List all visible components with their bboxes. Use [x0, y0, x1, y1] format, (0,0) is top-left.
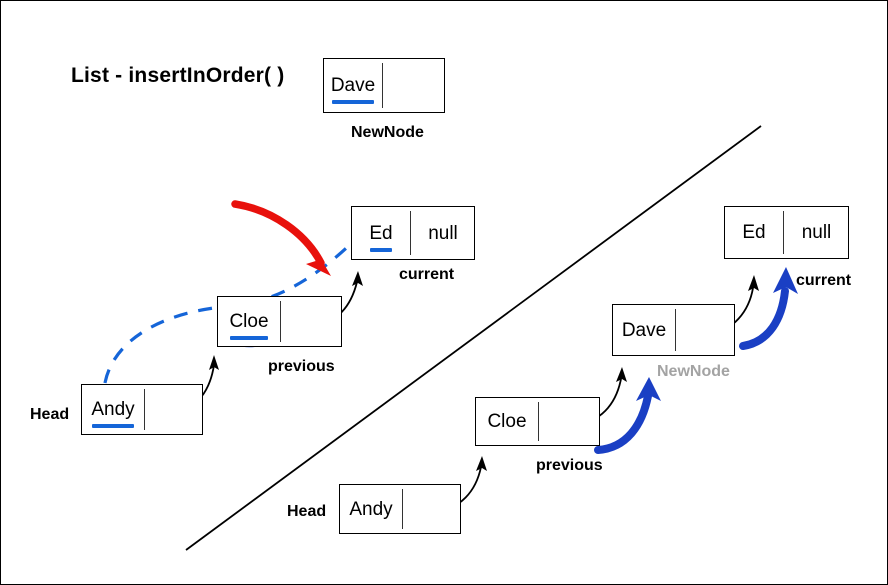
dave-to-ed-arrowhead-after: [748, 275, 759, 291]
node-value: Dave: [621, 319, 667, 341]
node-data-cell: Andy: [340, 485, 402, 533]
node-andy-before: Andy: [81, 384, 203, 435]
node-cell-divider: [382, 63, 383, 108]
node-value: Cloe: [229, 311, 269, 340]
caption-previous-after: previous: [536, 457, 603, 474]
cloe-to-ed-arrowhead-before: [352, 271, 363, 286]
node-data-cell: Ed: [352, 207, 410, 259]
node-cell-divider: [783, 211, 784, 254]
andy-to-cloe-arrowhead-before: [209, 355, 219, 370]
node-cloe-after: Cloe: [475, 397, 600, 446]
node-next-cell: [382, 59, 446, 112]
node-andy-after: Andy: [339, 484, 461, 534]
caption-head-after: Head: [287, 503, 327, 520]
node-data-cell: Cloe: [218, 297, 280, 346]
cloe-to-dave-arrowhead-after: [616, 367, 627, 382]
relink-blue-arrow-lower: [594, 392, 652, 454]
node-next-cell: [675, 305, 736, 355]
node-cell-divider: [410, 211, 411, 255]
andy-to-cloe-arrowhead-after: [476, 456, 487, 471]
node-cell-divider: [280, 300, 281, 343]
caption-head-before: Head: [30, 406, 70, 423]
node-next-cell: [280, 297, 343, 346]
caption-newnode-top: NewNode: [351, 124, 424, 141]
node-value: Cloe: [487, 411, 527, 432]
page-title: List - insertInOrder( ): [71, 64, 285, 87]
node-cell-divider: [144, 388, 145, 431]
node-data-cell: Andy: [82, 385, 144, 434]
node-data-cell: Cloe: [476, 398, 538, 445]
node-next-cell: [144, 385, 204, 434]
node-ed-after: Ed null: [724, 206, 849, 259]
node-value: Andy: [91, 399, 135, 428]
insert-red-arrow: [231, 200, 325, 267]
node-ed-before: Ed null: [351, 206, 475, 260]
node-data-cell: Dave: [324, 59, 382, 112]
node-value: Ed: [369, 222, 393, 252]
node-newnode-dave-top: Dave: [323, 58, 445, 113]
node-next-cell: [538, 398, 601, 445]
node-cell-divider: [402, 488, 403, 530]
node-data-cell: Ed: [725, 207, 783, 258]
caption-newnode-after: NewNode: [657, 363, 730, 380]
node-cell-divider: [538, 401, 539, 442]
node-value: Ed: [742, 222, 766, 243]
relink-blue-arrow-upper: [739, 287, 789, 350]
node-value: Dave: [330, 75, 376, 104]
node-next-cell: null: [783, 207, 850, 258]
node-value: Andy: [349, 498, 393, 520]
node-cloe-before: Cloe: [217, 296, 342, 347]
node-cell-divider: [675, 309, 676, 351]
node-next-cell: null: [410, 207, 476, 259]
node-next-cell: [402, 485, 462, 533]
caption-previous-before: previous: [268, 358, 335, 375]
node-next-value: null: [428, 222, 458, 244]
node-next-value: null: [801, 222, 832, 243]
insert-red-arrowhead: [306, 247, 331, 276]
caption-current-before: current: [399, 266, 455, 283]
caption-current-after: current: [796, 272, 852, 289]
node-dave-after: Dave: [612, 304, 735, 356]
node-data-cell: Dave: [613, 305, 675, 355]
relink-blue-arrowhead-upper: [773, 267, 798, 294]
